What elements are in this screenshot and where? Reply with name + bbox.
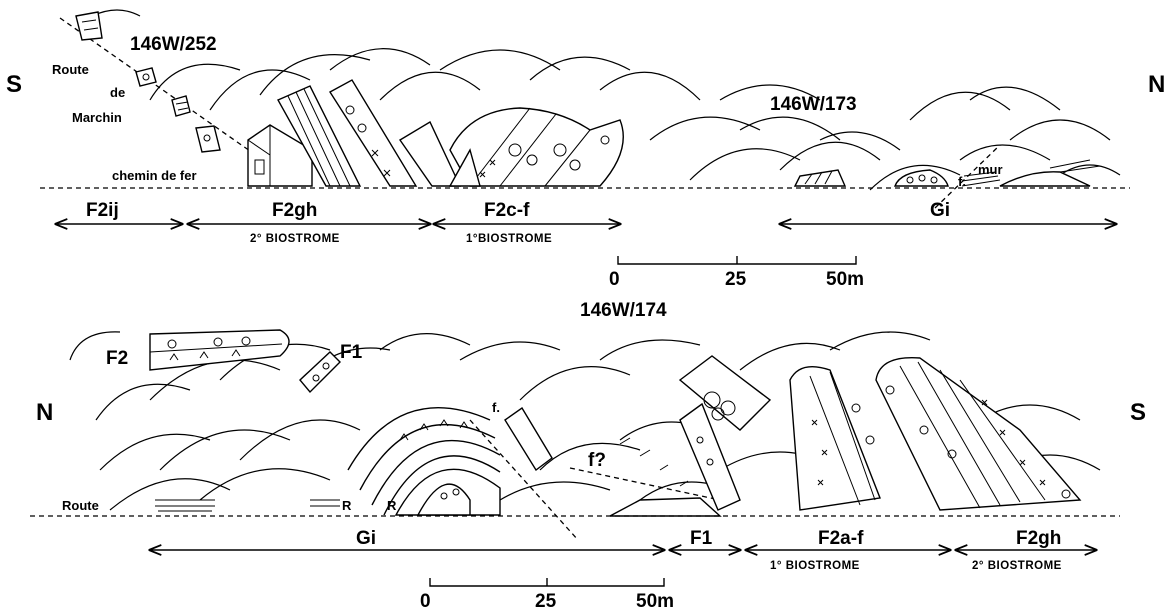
inset-f2-bed bbox=[149, 329, 290, 371]
bottom-road-marks bbox=[155, 499, 340, 512]
top-outcrop-f2cf bbox=[448, 107, 624, 187]
inset-f2-label: F2 bbox=[106, 348, 128, 369]
bottom-orientation-right: S bbox=[1130, 399, 1146, 426]
bottom-unit-sub-3: 1° BIOSTROME bbox=[770, 560, 860, 572]
road-label-line3: Marchin bbox=[72, 110, 122, 125]
inset-f1-label: F1 bbox=[340, 342, 363, 363]
bottom-orientation-left: N bbox=[36, 399, 53, 426]
top-station-a: 146W/252 bbox=[130, 34, 217, 55]
bottom-unit-sub-4: 2° BIOSTROME bbox=[972, 560, 1062, 572]
railway-label: chemin de fer bbox=[112, 168, 197, 183]
bottom-fault-label: f. bbox=[492, 400, 500, 415]
top-vegetation-arcs bbox=[91, 9, 1121, 191]
bottom-unit-label-3: F2a-f bbox=[818, 528, 864, 549]
top-section: 146W/252 146W/173 S N Route de Marchin c… bbox=[6, 9, 1165, 290]
top-unit-label-4: Gi bbox=[930, 200, 950, 221]
bottom-unit-label-1: Gi bbox=[356, 528, 376, 549]
bottom-outcrop-f2af bbox=[678, 355, 881, 511]
top-unit-sub-3: 1°BIOSTROME bbox=[466, 233, 552, 245]
top-unit-sub-2: 2° BIOSTROME bbox=[250, 233, 340, 245]
bottom-scale-0: 0 bbox=[420, 591, 431, 612]
road-label-line1: Route bbox=[52, 62, 89, 77]
top-road-slope-line bbox=[59, 17, 271, 166]
bottom-unit-label-2: F1 bbox=[690, 528, 713, 549]
bottom-outcrop-f1 bbox=[609, 437, 722, 517]
bottom-fault-q-line bbox=[569, 467, 721, 501]
top-station-b: 146W/173 bbox=[770, 94, 857, 115]
top-road-blocks bbox=[75, 11, 221, 153]
top-scale-50: 50m bbox=[826, 269, 864, 290]
bottom-vegetation-arcs bbox=[69, 331, 1101, 511]
r-mark-1: R bbox=[342, 498, 352, 513]
bottom-unit-label-4: F2gh bbox=[1016, 528, 1061, 549]
bottom-scale-25: 25 bbox=[535, 591, 557, 612]
top-unit-extents: F2ij F2gh 2° BIOSTROME F2c-f 1°BIOSTROME… bbox=[56, 200, 1116, 245]
road-label-line2: de bbox=[110, 85, 125, 100]
top-scale-25: 25 bbox=[725, 269, 747, 290]
wall-label: mur bbox=[978, 162, 1003, 177]
bottom-road-label: Route bbox=[62, 498, 99, 513]
top-unit-label-2: F2gh bbox=[272, 200, 317, 221]
top-scale-0: 0 bbox=[609, 269, 620, 290]
top-outcrop-gi bbox=[793, 144, 1101, 209]
top-scale-bar: 0 25 50m bbox=[609, 256, 864, 290]
bottom-unit-extents: Gi F1 F2a-f 1° BIOSTROME F2gh 2° BIOSTRO… bbox=[150, 528, 1096, 572]
top-outcrop-f2gh bbox=[277, 79, 462, 187]
bottom-scale-50: 50m bbox=[636, 591, 674, 612]
top-fault-label: f. bbox=[958, 174, 966, 189]
bottom-outcrop-f2gh bbox=[875, 356, 1082, 511]
bottom-fault-q-label: f? bbox=[588, 450, 606, 471]
house-icon bbox=[247, 124, 313, 187]
top-orientation-left: S bbox=[6, 71, 22, 98]
bottom-section: 146W/174 N S bbox=[30, 300, 1146, 612]
inset-f1-bed bbox=[299, 351, 341, 394]
bottom-scale-bar: 0 25 50m bbox=[420, 578, 674, 612]
top-unit-label-1: F2ij bbox=[86, 200, 119, 221]
top-orientation-right: N bbox=[1148, 71, 1165, 98]
r-mark-2: R bbox=[387, 498, 397, 513]
bottom-station: 146W/174 bbox=[580, 300, 667, 321]
anticline-fold bbox=[347, 406, 553, 516]
top-unit-label-3: F2c-f bbox=[484, 200, 530, 221]
